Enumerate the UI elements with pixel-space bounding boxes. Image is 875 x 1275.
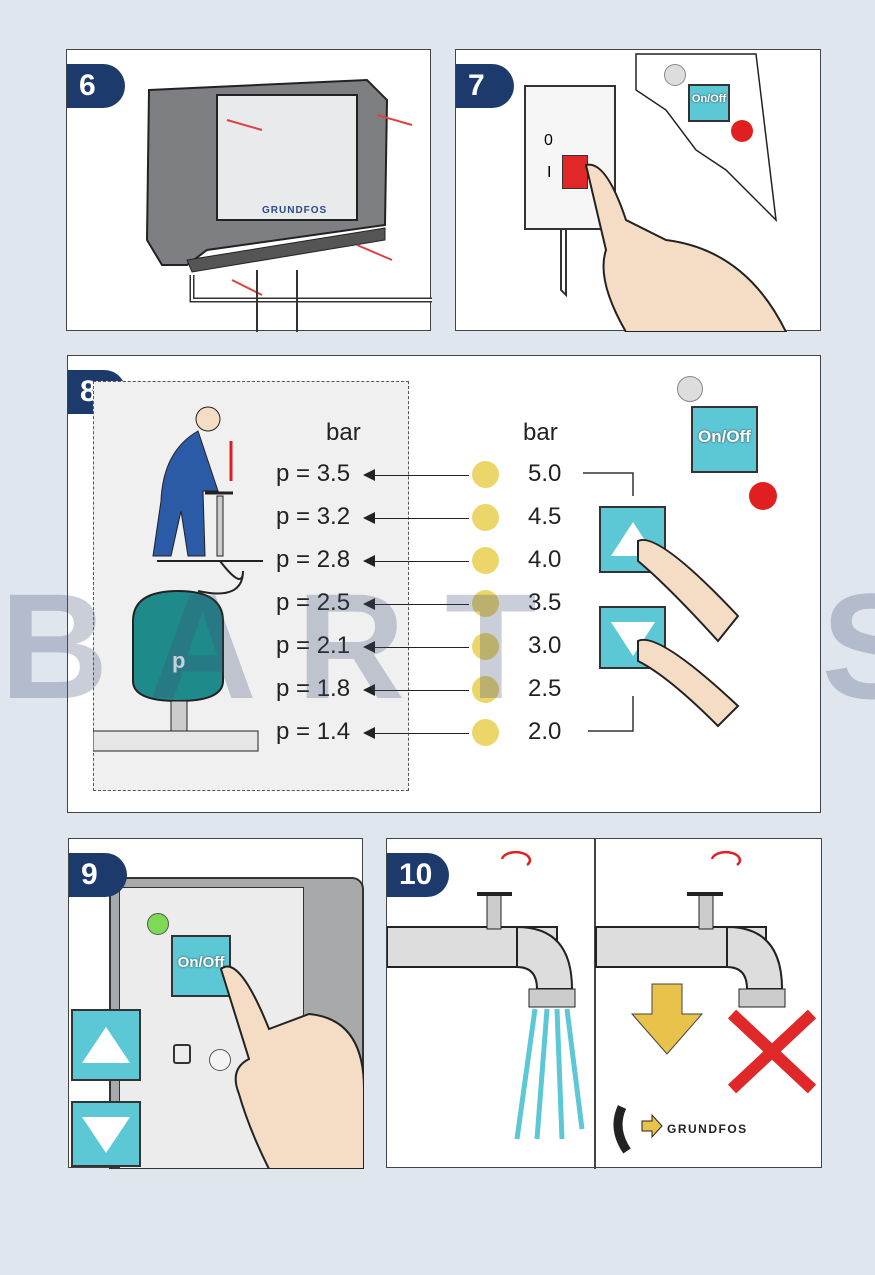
up-button[interactable] [599,506,666,573]
setpoint-value: 4.0 [528,546,562,573]
up-button[interactable] [71,1009,141,1081]
on-off-button[interactable]: On/Off [691,406,758,473]
precharge-pressure: p = 2.8 [276,546,351,573]
unit-label-left: bar [326,419,361,446]
led-grey [677,376,703,402]
arrow [363,727,469,739]
step-badge: 6 [67,64,125,108]
fingers-illustration [637,538,740,728]
hand-illustration [560,53,788,332]
arrow [363,684,469,696]
led-indicator [472,676,499,703]
bracket-lines [583,472,634,732]
led-indicator [472,461,499,488]
led-indicator [472,590,499,617]
switch-label-off: 0 [544,132,553,149]
precharge-pressure: p = 2.5 [276,589,351,616]
led-red [731,120,753,142]
taps-illustration [387,850,817,1154]
led-indicator [472,633,499,660]
precharge-pressure: p = 2.1 [276,632,351,659]
step-badge: 10 [387,853,449,897]
step-9-panel: 9 On/Off [68,838,364,1169]
arrow [363,641,469,653]
arrow [363,469,469,481]
precharge-pressure: p = 3.5 [276,460,351,487]
control-box-illustration [145,78,432,332]
switch-label-on: I [547,164,552,181]
step-8-panel: 8 p bar bar p = 3.5 5.0 p = 3.2 4.5 p = … [67,355,821,813]
setpoint-value: 4.5 [528,503,562,530]
precharge-pressure: p = 1.4 [276,718,351,745]
step-badge: 9 [69,853,127,897]
arrow [363,598,469,610]
arrow [363,555,469,567]
down-button[interactable] [71,1101,141,1167]
step-10-panel: 10 GRUNDFOS [386,838,822,1169]
led-red [749,482,777,510]
led-grey [209,1049,231,1071]
setpoint-value: 3.5 [528,589,562,616]
led-green [147,913,169,935]
grundfos-logo: GRUNDFOS [667,1122,748,1136]
led-indicator [472,547,499,574]
step-badge: 7 [456,64,514,108]
setpoint-value: 3.0 [528,632,562,659]
divider [594,839,596,1169]
setpoint-value: 2.0 [528,718,562,745]
led-grey [664,64,686,86]
setpoint-value: 2.5 [528,675,562,702]
precharge-pressure: p = 3.2 [276,503,351,530]
on-off-button[interactable]: On/Off [171,935,231,997]
man-pumping-illustration [93,406,263,752]
pressure-setup-box [93,381,409,791]
grundfos-logo: GRUNDFOS [262,205,328,216]
on-off-button[interactable]: On/Off [688,84,730,122]
step-6-panel: 6 GRUNDFOS [66,49,432,332]
setpoint-value: 5.0 [528,460,562,487]
triangle-down-icon [82,1117,130,1153]
precharge-pressure: p = 1.8 [276,675,351,702]
arrow [363,512,469,524]
watermark: BART SZ [0,562,875,730]
led-indicator [472,504,499,531]
lock-icon [173,1044,191,1064]
step-7-panel: 7 0 I On/Off [455,49,821,332]
tank-label: p [172,648,186,673]
triangle-up-icon [82,1027,130,1063]
hand-illustration [219,965,364,1169]
led-indicator [472,719,499,746]
unit-label-right: bar [523,419,558,446]
